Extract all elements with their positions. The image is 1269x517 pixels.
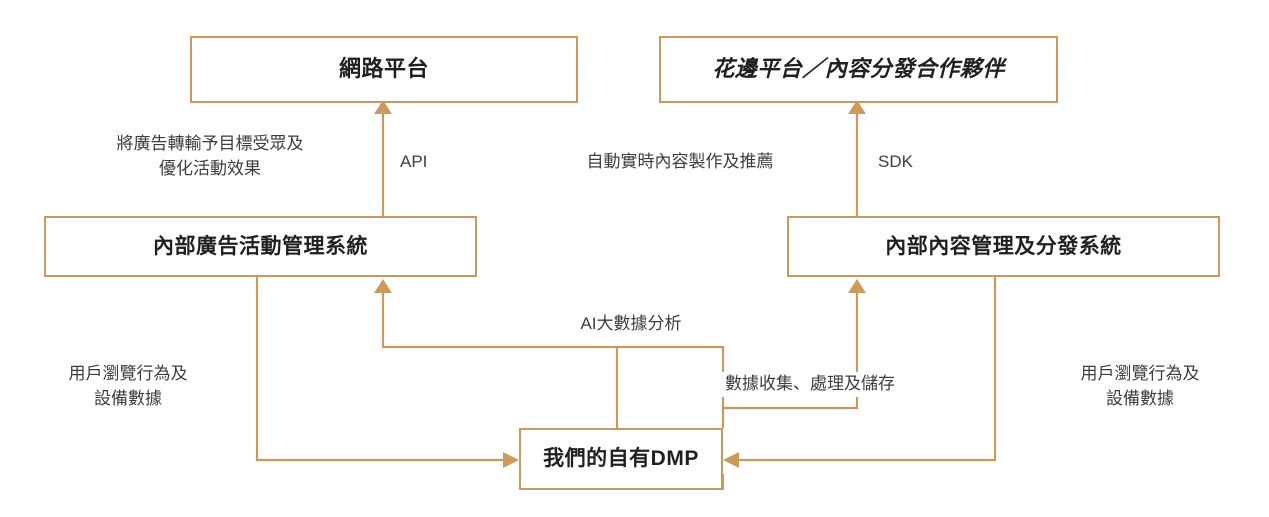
node-internal-content-system-label: 內部內容管理及分發系統 <box>885 234 1122 258</box>
edge-label-user-behaviour-left: 用戶瀏覽行為及 設備數據 <box>68 364 188 408</box>
edge-label-sdk: SDK <box>878 152 913 171</box>
edge-contentsystem-to-dmp <box>737 277 997 462</box>
node-internal-ad-system[interactable]: 內部廣告活動管理系統 <box>44 216 477 277</box>
node-lace-platform[interactable]: 花邊平台／內容分發合作夥伴 <box>659 36 1058 103</box>
edge-adsystem-to-dmp <box>255 277 505 462</box>
node-web-platform[interactable]: 網路平台 <box>190 36 578 103</box>
edge-label-data-collection: 數據收集、處理及儲存 <box>690 372 930 397</box>
arrowhead-sdk <box>848 100 866 114</box>
arrowhead-left-to-dmp <box>503 452 519 468</box>
edge-label-api: API <box>400 152 428 171</box>
node-internal-content-system[interactable]: 內部內容管理及分發系統 <box>787 216 1220 277</box>
edge-label-ai-bigdata: AI大數據分析 <box>551 312 711 337</box>
arrowhead-data-collection <box>848 279 866 293</box>
node-dmp[interactable]: 我們的自有DMP <box>519 428 723 490</box>
node-internal-ad-system-label: 內部廣告活動管理系統 <box>153 234 368 258</box>
edge-label-ad-delivery: 將廣告轉輸予目標受眾及 優化活動效果 <box>116 134 304 178</box>
node-lace-platform-label: 花邊平台／內容分發合作夥伴 <box>712 56 1005 82</box>
edge-label-user-behaviour-right: 用戶瀏覽行為及 設備數據 <box>1080 364 1200 408</box>
edge-contentsystem-feed <box>723 291 859 410</box>
edge-label-auto-content: 自動實時內容製作及推薦 <box>586 152 774 171</box>
arrowhead-right-to-dmp <box>723 452 739 468</box>
arrowhead-api <box>374 100 392 114</box>
arrowhead-ai-bigdata <box>374 279 392 293</box>
node-dmp-label: 我們的自有DMP <box>543 447 699 471</box>
node-web-platform-label: 網路平台 <box>338 56 429 82</box>
